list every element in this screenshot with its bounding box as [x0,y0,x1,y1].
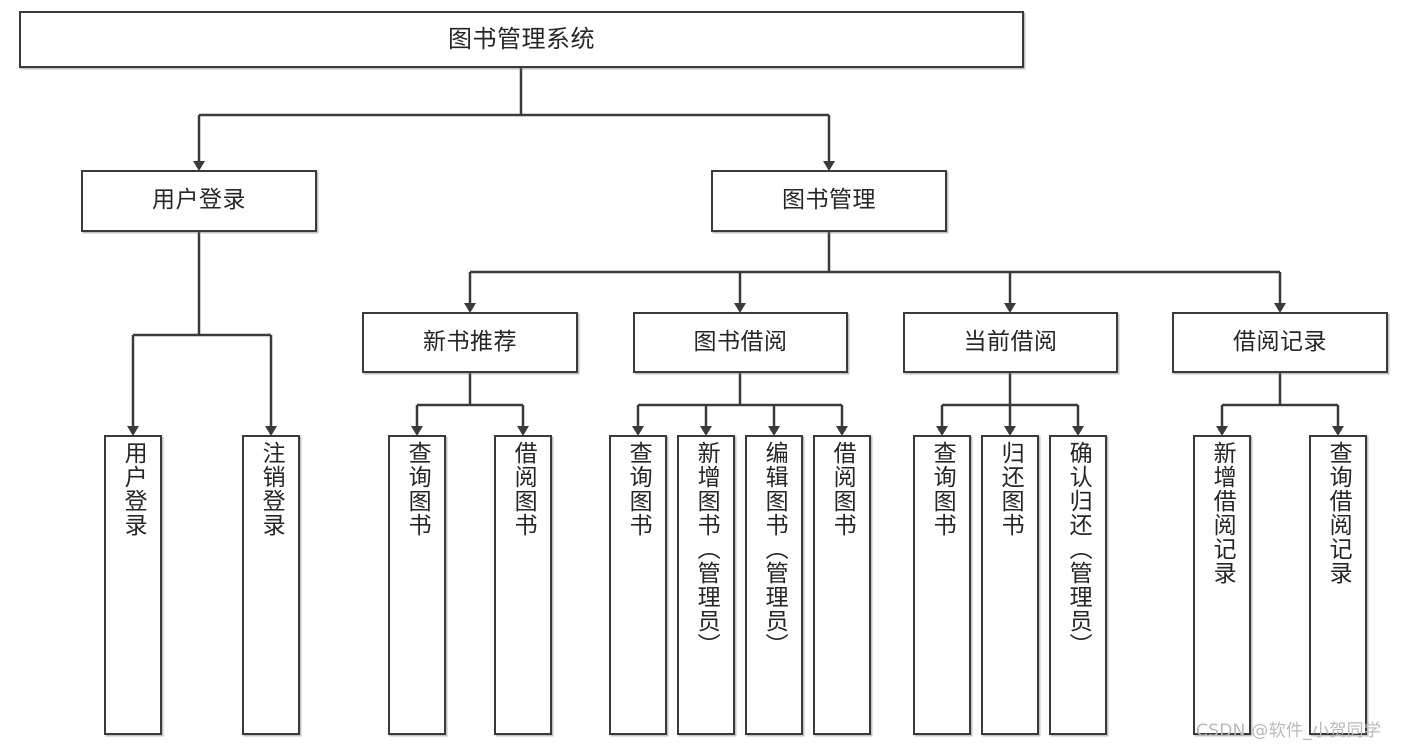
node-label: 查询图书 [404,441,431,537]
leaf-add-book-admin[interactable]: 新增图书（管理员） [677,435,735,735]
node-label: 当前借阅 [963,328,1058,355]
node-label: 借阅图书 [829,441,856,537]
watermark: CSDN @软件_小贺同学 [1196,721,1382,741]
node-book-management[interactable]: 图书管理 [711,170,947,232]
node-label: 新增借阅记录 [1209,441,1236,585]
node-label: 确认归还（管理员） [1065,441,1092,657]
node-label: 图书借阅 [693,328,788,355]
leaf-add-borrow-record[interactable]: 新增借阅记录 [1193,435,1251,735]
node-label: 归还图书 [997,441,1024,537]
node-label: 查询图书 [929,441,956,537]
node-label: 用户登录 [120,441,147,537]
node-borrow-records[interactable]: 借阅记录 [1172,312,1388,373]
leaf-query-books-current[interactable]: 查询图书 [913,435,971,735]
node-label: 借阅图书 [510,441,537,537]
leaf-logout[interactable]: 注销登录 [242,435,300,735]
leaf-edit-book-admin[interactable]: 编辑图书（管理员） [745,435,803,735]
leaf-confirm-return-admin[interactable]: 确认归还（管理员） [1049,435,1107,735]
leaf-query-books-borrow[interactable]: 查询图书 [609,435,667,735]
leaf-user-login[interactable]: 用户登录 [104,435,162,735]
node-label: 图书管理 [782,187,876,214]
node-root-book-management-system[interactable]: 图书管理系统 [19,11,1024,68]
leaf-return-books[interactable]: 归还图书 [981,435,1039,735]
node-label: 查询借阅记录 [1325,441,1352,585]
leaf-borrow-books[interactable]: 借阅图书 [813,435,871,735]
leaf-borrow-books-recommend[interactable]: 借阅图书 [494,435,552,735]
node-book-borrowing[interactable]: 图书借阅 [633,312,848,373]
leaf-query-books-recommend[interactable]: 查询图书 [388,435,446,735]
node-label: 编辑图书（管理员） [761,441,788,657]
node-new-book-recommendation[interactable]: 新书推荐 [362,312,578,373]
node-label: 查询图书 [625,441,652,537]
node-label: 用户登录 [152,187,246,214]
node-label: 注销登录 [258,441,285,537]
node-user-login[interactable]: 用户登录 [81,170,317,232]
node-label: 借阅记录 [1233,328,1327,355]
node-label: 图书管理系统 [448,25,595,54]
node-label: 新增图书（管理员） [693,441,720,657]
node-current-borrowing[interactable]: 当前借阅 [903,312,1118,373]
leaf-query-borrow-record[interactable]: 查询借阅记录 [1309,435,1367,735]
node-label: 新书推荐 [423,328,517,355]
